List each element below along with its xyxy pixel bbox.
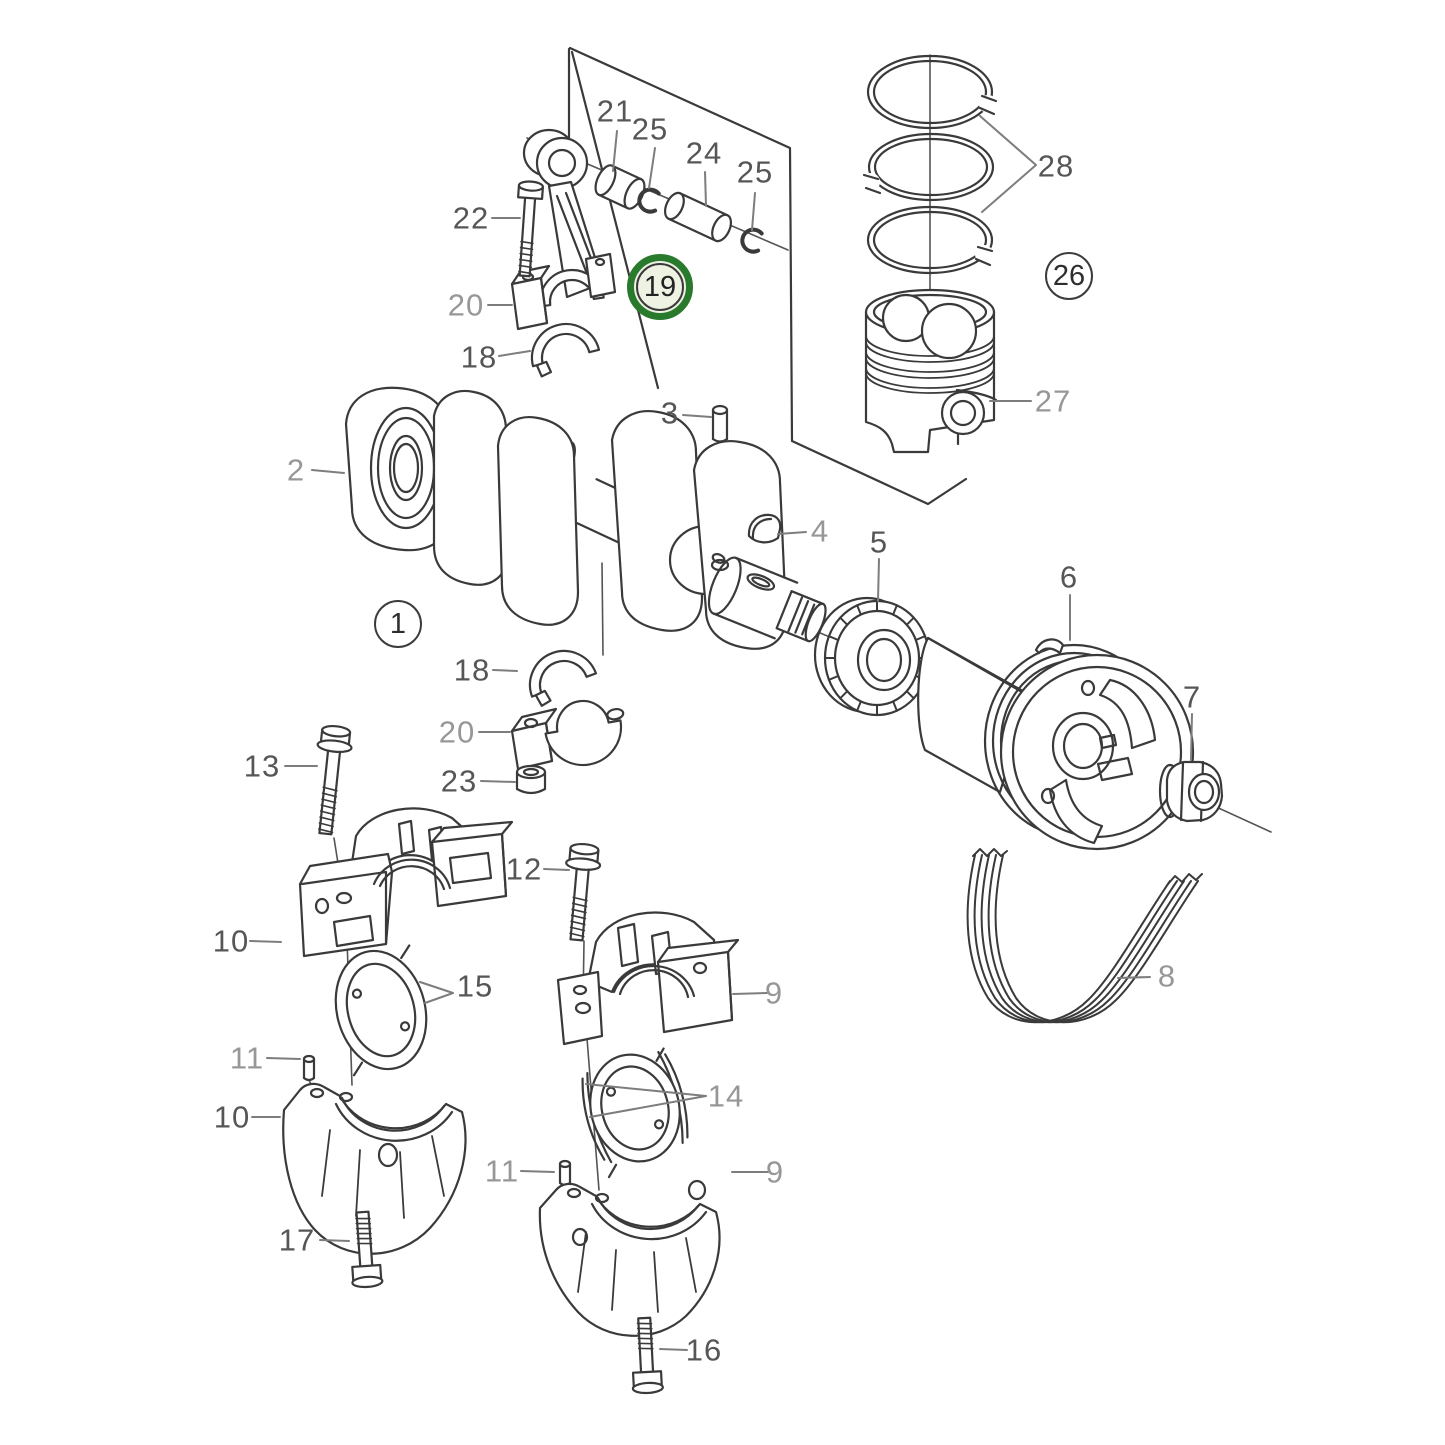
part-label-13[interactable]: 13 <box>243 748 281 784</box>
leader-lines <box>249 115 1193 1351</box>
subassembly-boundary <box>567 46 968 506</box>
pulley-part <box>917 636 1195 851</box>
part-label-18a[interactable]: 18 <box>460 339 498 375</box>
part-label-25a[interactable]: 25 <box>631 111 669 147</box>
pulley-nut-part <box>1158 760 1224 823</box>
part-label-3[interactable]: 3 <box>660 395 680 431</box>
part-label-26-text: 26 <box>1052 259 1086 292</box>
part-label-17[interactable]: 17 <box>278 1222 316 1258</box>
part-label-19-highlighted[interactable]: 19 <box>627 254 693 320</box>
part-label-9a[interactable]: 9 <box>764 975 784 1011</box>
part-label-12[interactable]: 12 <box>505 851 543 887</box>
crankshaft-gear-part <box>813 596 931 717</box>
rod-nut-23 <box>515 764 547 795</box>
dowel-11-front <box>302 1054 316 1082</box>
part-label-8[interactable]: 8 <box>1157 958 1177 994</box>
part-label-26-circled[interactable]: 26 <box>1045 252 1093 300</box>
part-label-19-text: 19 <box>643 270 677 303</box>
part-label-27[interactable]: 27 <box>1034 383 1072 419</box>
part-label-16[interactable]: 16 <box>685 1332 723 1368</box>
main-bolt-12 <box>565 842 602 942</box>
main-cap-10-lower <box>282 1082 467 1255</box>
part-label-11a[interactable]: 11 <box>229 1040 265 1076</box>
part-label-4[interactable]: 4 <box>810 513 830 549</box>
part-label-10a[interactable]: 10 <box>212 923 250 959</box>
main-bolt-17 <box>351 1210 384 1289</box>
rod-bearing-shell-18-lower <box>528 649 598 707</box>
main-bolt-13 <box>316 724 353 836</box>
part-label-25b[interactable]: 25 <box>736 154 774 190</box>
rod-cap-20-lower <box>510 699 625 771</box>
main-shells-15 <box>334 944 428 1077</box>
connecting-rod-part <box>510 128 617 378</box>
part-label-1-text: 1 <box>389 607 407 640</box>
rod-bearing-shell-18-upper <box>530 322 601 378</box>
serpentine-belt-part <box>966 848 1203 1024</box>
part-label-20b[interactable]: 20 <box>438 714 476 750</box>
piston-part <box>864 288 998 454</box>
part-label-24[interactable]: 24 <box>685 135 723 171</box>
part-label-10b[interactable]: 10 <box>213 1099 251 1135</box>
part-label-5[interactable]: 5 <box>869 524 889 560</box>
wrist-pin-parts <box>594 164 764 254</box>
woodruff-key-4 <box>747 513 782 544</box>
part-label-6[interactable]: 6 <box>1059 559 1079 595</box>
part-label-7[interactable]: 7 <box>1182 679 1202 715</box>
main-shells-14 <box>581 1047 689 1179</box>
part-label-21[interactable]: 21 <box>596 93 634 129</box>
part-label-2[interactable]: 2 <box>286 452 306 488</box>
part-label-22[interactable]: 22 <box>452 200 490 236</box>
part-label-23[interactable]: 23 <box>440 763 478 799</box>
part-label-20a[interactable]: 20 <box>447 287 485 323</box>
part-label-14[interactable]: 14 <box>707 1078 745 1114</box>
part-label-9b[interactable]: 9 <box>765 1154 785 1190</box>
part-label-15[interactable]: 15 <box>456 968 494 1004</box>
part-label-18b[interactable]: 18 <box>453 652 491 688</box>
rod-bolt-22 <box>517 180 545 278</box>
crankshaft-nose <box>707 553 827 643</box>
dowel-11-rear <box>558 1159 572 1187</box>
piston-rings-part <box>862 54 998 275</box>
main-cap-10-upper <box>298 807 514 958</box>
highlight-inner-ring: 19 <box>636 263 684 311</box>
part-label-11b[interactable]: 11 <box>484 1153 520 1189</box>
dowel-pin-3 <box>710 404 730 572</box>
part-label-28[interactable]: 28 <box>1037 148 1075 184</box>
main-cap-9-upper <box>556 911 740 1046</box>
main-bolt-16 <box>631 1316 664 1395</box>
main-cap-9-lower <box>538 1179 721 1337</box>
part-label-1-circled[interactable]: 1 <box>374 600 422 648</box>
